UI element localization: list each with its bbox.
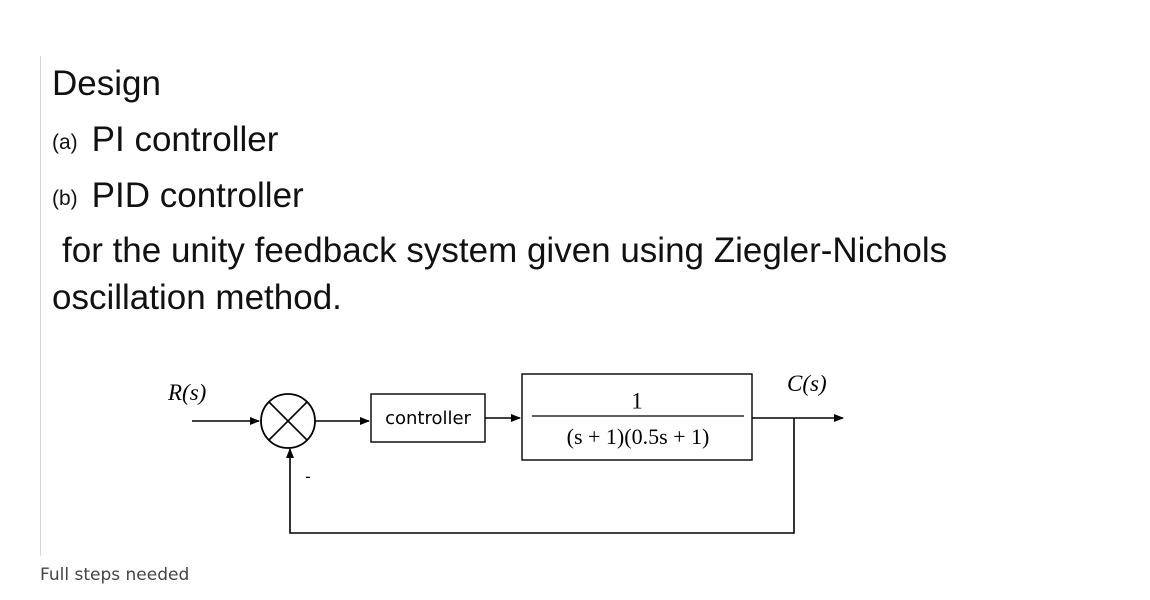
summing-junction (260, 393, 316, 449)
feedback-sign: - (305, 467, 311, 486)
question-item-b: (b) PID controller (52, 176, 304, 216)
plant-numerator: 1 (631, 388, 643, 413)
input-label: R(s) (167, 380, 206, 405)
item-b-text: PID controller (91, 176, 304, 215)
item-a-text: PI controller (91, 120, 279, 159)
plant-block (521, 373, 753, 461)
controller-block (370, 393, 486, 443)
footnote: Full steps needed (40, 565, 190, 585)
question-body-line-1: for the unity feedback system given usin… (62, 231, 948, 270)
quote-bar (40, 56, 41, 556)
question-heading: Design (52, 64, 161, 103)
item-b-tag: (b) (52, 187, 78, 210)
question-body-line-2: oscillation method. (52, 278, 342, 317)
question-item-a: (a) PI controller (52, 120, 278, 160)
plant-denominator: (s + 1)(0.5s + 1) (567, 424, 710, 449)
controller-label: controller (385, 408, 471, 429)
item-a-tag: (a) (52, 131, 78, 154)
output-label: C(s) (787, 371, 827, 396)
feedback-path (286, 418, 795, 534)
